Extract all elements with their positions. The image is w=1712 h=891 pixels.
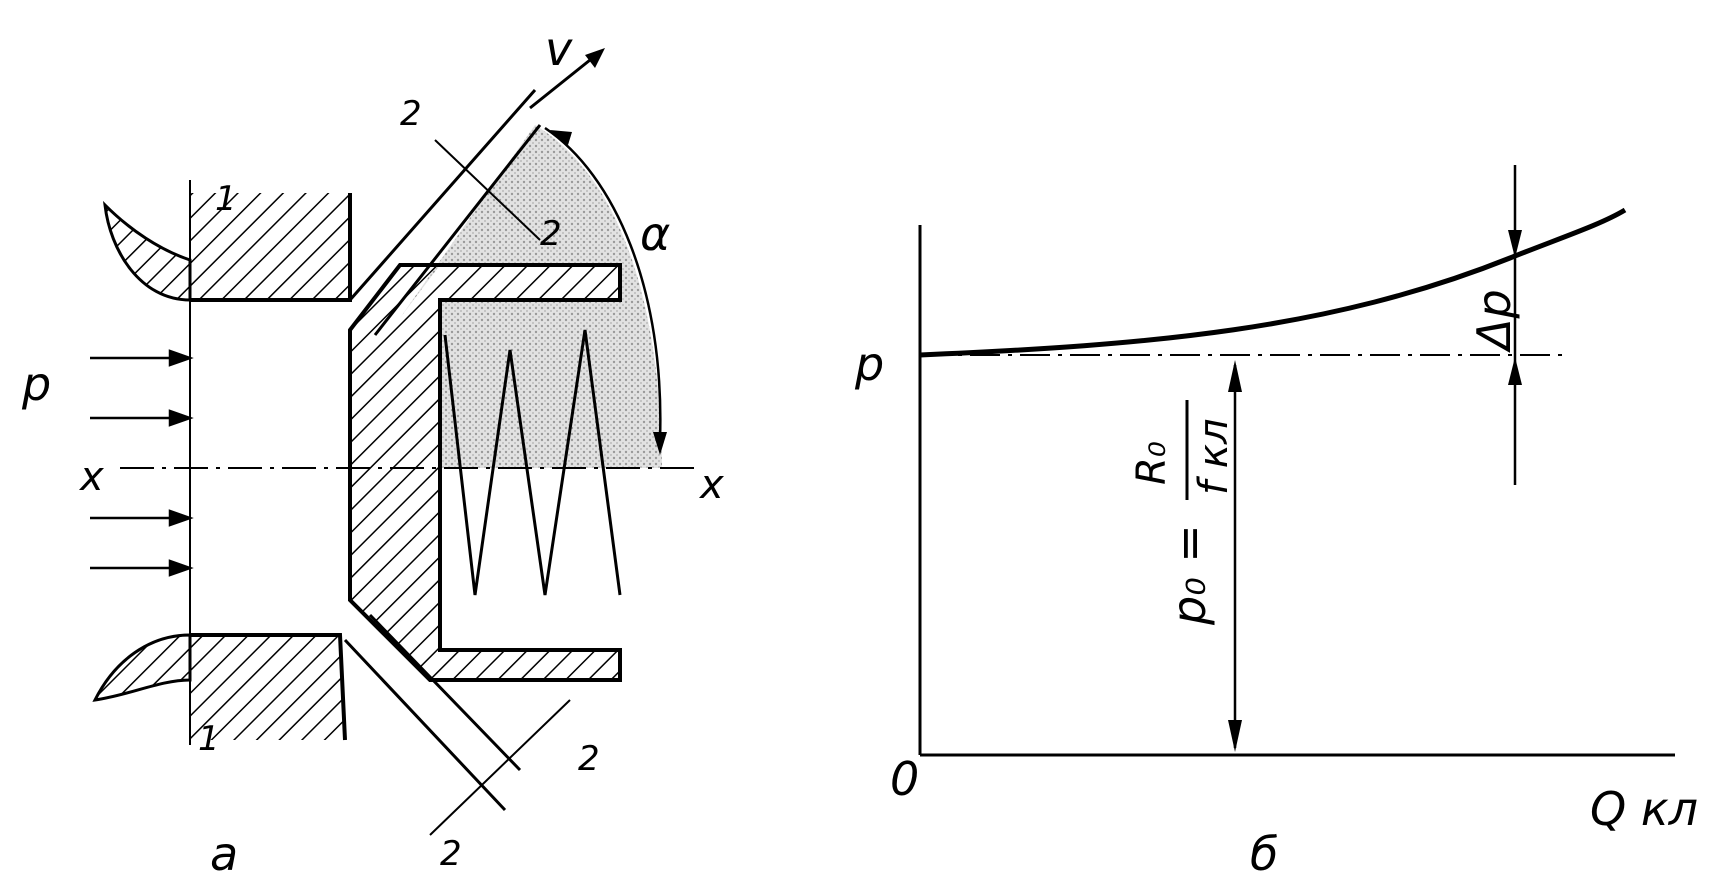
- section-2-bottom-label-b: 2: [440, 834, 462, 874]
- fluid-region: [400, 125, 662, 468]
- velocity-label: v: [545, 22, 573, 76]
- delta-p-label-group: Δp: [1467, 289, 1521, 353]
- angle-arc: [544, 126, 662, 441]
- section-2-2-top: [434, 139, 541, 241]
- p0-formula: p₀ = R₀ f кл: [1129, 400, 1237, 626]
- valve-diagram: [90, 48, 700, 836]
- section-2-bottom-label-a: 2: [578, 739, 600, 779]
- pressure-flow-chart: [918, 165, 1675, 757]
- housing-lower: [190, 635, 345, 740]
- pressure-arrows: [90, 349, 194, 577]
- section-1-top-label: 1: [215, 179, 237, 219]
- housing-lower-lip: [92, 633, 192, 702]
- velocity-arrow: [529, 50, 601, 110]
- origin-label: 0: [890, 752, 919, 806]
- x-axis-label: Q кл: [1590, 782, 1698, 836]
- housing-upper-lip: [103, 200, 192, 302]
- axis-right-label: x: [698, 462, 724, 508]
- p0-formula-denominator: f кл: [1191, 418, 1237, 495]
- section-2-top-label-b: 2: [540, 214, 562, 254]
- panel-b-caption: б: [1250, 827, 1278, 881]
- pressure-curve: [919, 207, 1627, 358]
- section-2-top-label-a: 2: [400, 94, 422, 134]
- p0-formula-left: p₀ =: [1162, 524, 1216, 626]
- housing-upper: [190, 193, 350, 300]
- section-2-2-bottom: [429, 699, 571, 836]
- spring: [443, 329, 622, 596]
- p0-formula-numerator: R₀: [1129, 441, 1175, 485]
- angle-label: α: [640, 207, 670, 261]
- pressure-label: p: [21, 357, 51, 411]
- delta-p-label: Δp: [1467, 289, 1521, 353]
- panel-a-caption: а: [210, 827, 238, 881]
- section-1-bottom-label: 1: [198, 719, 220, 759]
- y-axis-label: p: [854, 337, 884, 391]
- valve-poppet: [348, 263, 622, 682]
- axis-left-label: x: [78, 454, 104, 500]
